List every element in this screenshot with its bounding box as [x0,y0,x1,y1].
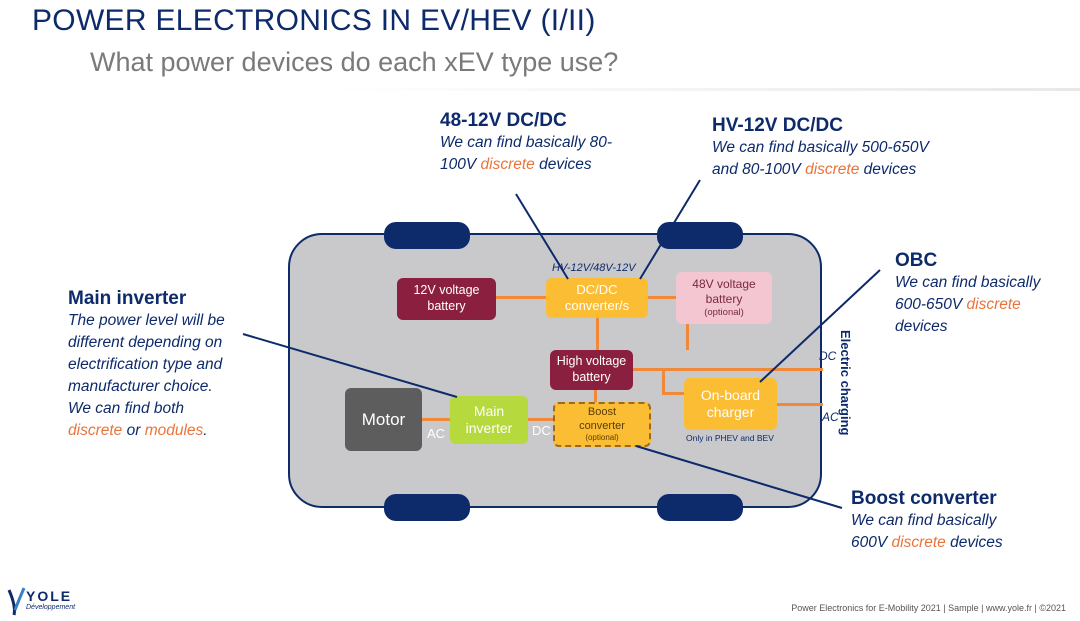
callout-obc-text: We can find basically 600-650V discrete … [895,272,1070,338]
callout-boost-text: We can find basically 600V discrete devi… [851,510,1051,554]
callout-main-inverter-line6: discrete or modules. [68,420,258,442]
callout-boost-title: Boost converter [851,488,997,509]
pointer-obc [759,269,881,383]
callout-main-inverter-highlight1: discrete [68,422,123,439]
dcdc-top-label: HV-12V/48V-12V [552,262,636,274]
callout-dcdc48-devices: devices [534,156,592,173]
callout-boost-line2: 600V discrete devices [851,532,1051,554]
callout-hv12: HV-12V DC/DC We can find basically 500-6… [712,115,972,181]
callout-main-inverter-title: Main inverter [68,288,187,309]
yole-logo-sub: Développement [26,604,76,611]
callout-main-inverter-text: The power level will be different depend… [68,310,258,442]
wire-12v-dcdc [496,296,546,299]
dcdc-label: DC/DC converter/s [564,281,630,313]
wire-hv-obc [662,392,684,395]
header-divider [0,88,1080,91]
callout-obc-line1: We can find basically [895,274,1041,291]
callout-obc: OBC We can find basically 600-650V discr… [895,250,1070,338]
boost-box: Boost converter (optional) [553,402,651,447]
dcdc-box: DC/DC converter/s [546,278,648,318]
main-inverter-box: Main inverter [450,396,528,444]
dc-charging-label: DC [819,349,837,363]
callout-main-inverter-line5: We can find both [68,400,185,417]
callout-boost-line1: We can find basically [851,512,997,529]
callout-hv12-line2: and 80-100V discrete devices [712,159,972,181]
wire-obc-ac [777,403,823,406]
ac-motor-label: AC [427,426,446,441]
callout-hv12-highlight: discrete [805,161,860,178]
callout-obc-voltage: 600-650V [895,296,967,313]
wire-48v-down [686,324,689,350]
dc-inverter-label: DC [532,423,551,438]
callout-obc-highlight: discrete [966,296,1021,313]
wheel-rear-left [384,494,470,521]
battery-48v-box: 48V voltage battery (optional) [676,272,772,324]
footer-text: Power Electronics for E-Mobility 2021 | … [791,603,1066,613]
callout-dcdc48-voltage: 100V [440,156,481,173]
ac-charging-label: AC [822,410,839,424]
yole-logo-text: YOLE [26,588,73,604]
motor-box: Motor [345,388,422,451]
callout-hv12-text: We can find basically 500-650V and 80-10… [712,137,972,181]
callout-obc-title: OBC [895,250,938,271]
hv-battery-label: High voltage battery [556,354,627,384]
callout-hv12-devices: devices [859,161,917,178]
callout-obc-devices: devices [895,318,948,335]
wheel-front-left [384,222,470,249]
page-title: POWER ELECTRONICS IN EV/HEV (I/II) [32,4,596,37]
page-subtitle: What power devices do each xEV type use? [90,47,619,77]
wire-motor-inverter [422,418,450,421]
pointer-dcdc48 [515,193,569,280]
wire-hvbat-boost [594,390,597,402]
boost-label: Boost converter [579,405,625,432]
pointer-hv12 [639,179,701,280]
callout-hv12-voltage: and 80-100V [712,161,806,178]
callout-boost-devices: devices [945,534,1003,551]
callout-hv12-line1: We can find basically 500-650V [712,139,929,156]
callout-main-inverter-end: . [203,422,208,439]
electric-charging-label: Electric charging [838,330,853,436]
callout-main-inverter-line2: different depending on [68,334,223,351]
yole-logo-icon [7,587,26,616]
main-inverter-label: Main inverter [465,402,513,437]
hv-battery-box: High voltage battery [550,350,633,390]
wire-hv-obc-drop [662,368,665,394]
callout-dcdc48: 48-12V DC/DC We can find basically 80- 1… [440,110,640,176]
callout-dcdc48-line1: We can find basically 80- [440,134,613,151]
pointer-main-inverter [242,333,458,398]
obc-note: Only in PHEV and BEV [686,433,774,443]
callout-dcdc48-line2: 100V discrete devices [440,154,640,176]
electric-charging-wrap: Electric charging [838,330,854,440]
callout-main-inverter-line1: The power level will be [68,312,225,329]
wire-dcdc-48v [648,296,676,299]
battery-12v-box: 12V voltage battery [397,278,496,320]
pointer-boost [635,445,843,509]
callout-hv12-title: HV-12V DC/DC [712,115,843,136]
boost-optional: (optional) [585,433,619,443]
battery-48v-label: 48V voltage battery [692,277,756,307]
wire-dcdc-hvbat [596,318,599,350]
callout-main-inverter-line4: manufacturer choice. [68,378,213,395]
obc-label: On-board charger [700,386,761,421]
callout-boost: Boost converter We can find basically 60… [851,488,1051,554]
callout-boost-voltage: 600V [851,534,892,551]
callout-dcdc48-highlight: discrete [480,156,535,173]
callout-dcdc48-text: We can find basically 80- 100V discrete … [440,132,640,176]
callout-obc-line2: 600-650V discrete [895,294,1070,316]
yole-logo: YOLE Développement [6,586,96,618]
callout-boost-highlight: discrete [891,534,946,551]
callout-dcdc48-title: 48-12V DC/DC [440,110,567,131]
motor-label: Motor [361,409,406,429]
wheel-rear-right [657,494,743,521]
callout-main-inverter-joiner: or [122,422,145,439]
callout-main-inverter-highlight2: modules [144,422,204,439]
obc-box: On-board charger [684,378,777,430]
callout-main-inverter-line3: electrification type and [68,356,223,373]
wire-hv-dc-charging [633,368,823,371]
callout-main-inverter: Main inverter The power level will be di… [68,288,258,442]
battery-48v-optional: (optional) [704,307,744,319]
wire-inverter-boost [528,418,553,421]
battery-12v-label: 12V voltage battery [413,283,480,313]
